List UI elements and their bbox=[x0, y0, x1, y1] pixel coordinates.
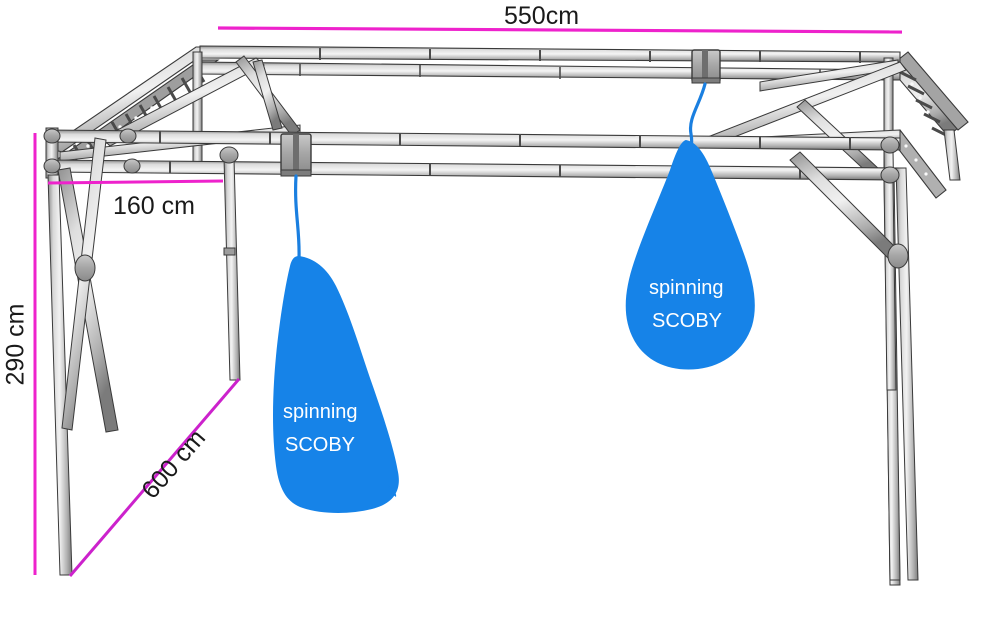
scoby-bag-left[interactable] bbox=[273, 256, 399, 513]
scoby-left-label-line2: SCOBY bbox=[285, 434, 356, 456]
scoby-bag-right[interactable] bbox=[625, 140, 755, 370]
dimension-label-550cm: 550cm bbox=[504, 2, 580, 30]
scoby-right-label-line1: spinning bbox=[649, 277, 724, 299]
far-right-post bbox=[943, 129, 961, 181]
inner-right-leg bbox=[895, 167, 919, 581]
scoby-left-label-line1: spinning bbox=[283, 401, 358, 423]
dimension-label-290cm: 290 cm bbox=[1, 303, 30, 386]
dimension-line-160 bbox=[47, 179, 224, 185]
left-joint-clamps bbox=[43, 128, 900, 184]
dimension-line-550 bbox=[217, 26, 903, 34]
left-brace-inner bbox=[61, 137, 107, 431]
mid-left-leg bbox=[223, 157, 241, 381]
dimension-line-600 bbox=[68, 378, 241, 577]
dimension-label-160cm: 160 cm bbox=[113, 192, 195, 220]
hanger-clamp-right[interactable] bbox=[691, 49, 721, 84]
hanger-clamp-left[interactable] bbox=[280, 133, 312, 177]
rear-top-rail bbox=[199, 45, 901, 63]
front-lower-rail bbox=[47, 159, 901, 181]
dimension-lines bbox=[33, 26, 903, 577]
left-brace-outer bbox=[57, 167, 119, 433]
scoby-cord-left bbox=[294, 174, 301, 260]
rear-truss-left bbox=[46, 46, 220, 168]
scoby-right-label-line2: SCOBY bbox=[652, 310, 723, 332]
rear-truss-lattice bbox=[46, 45, 969, 199]
